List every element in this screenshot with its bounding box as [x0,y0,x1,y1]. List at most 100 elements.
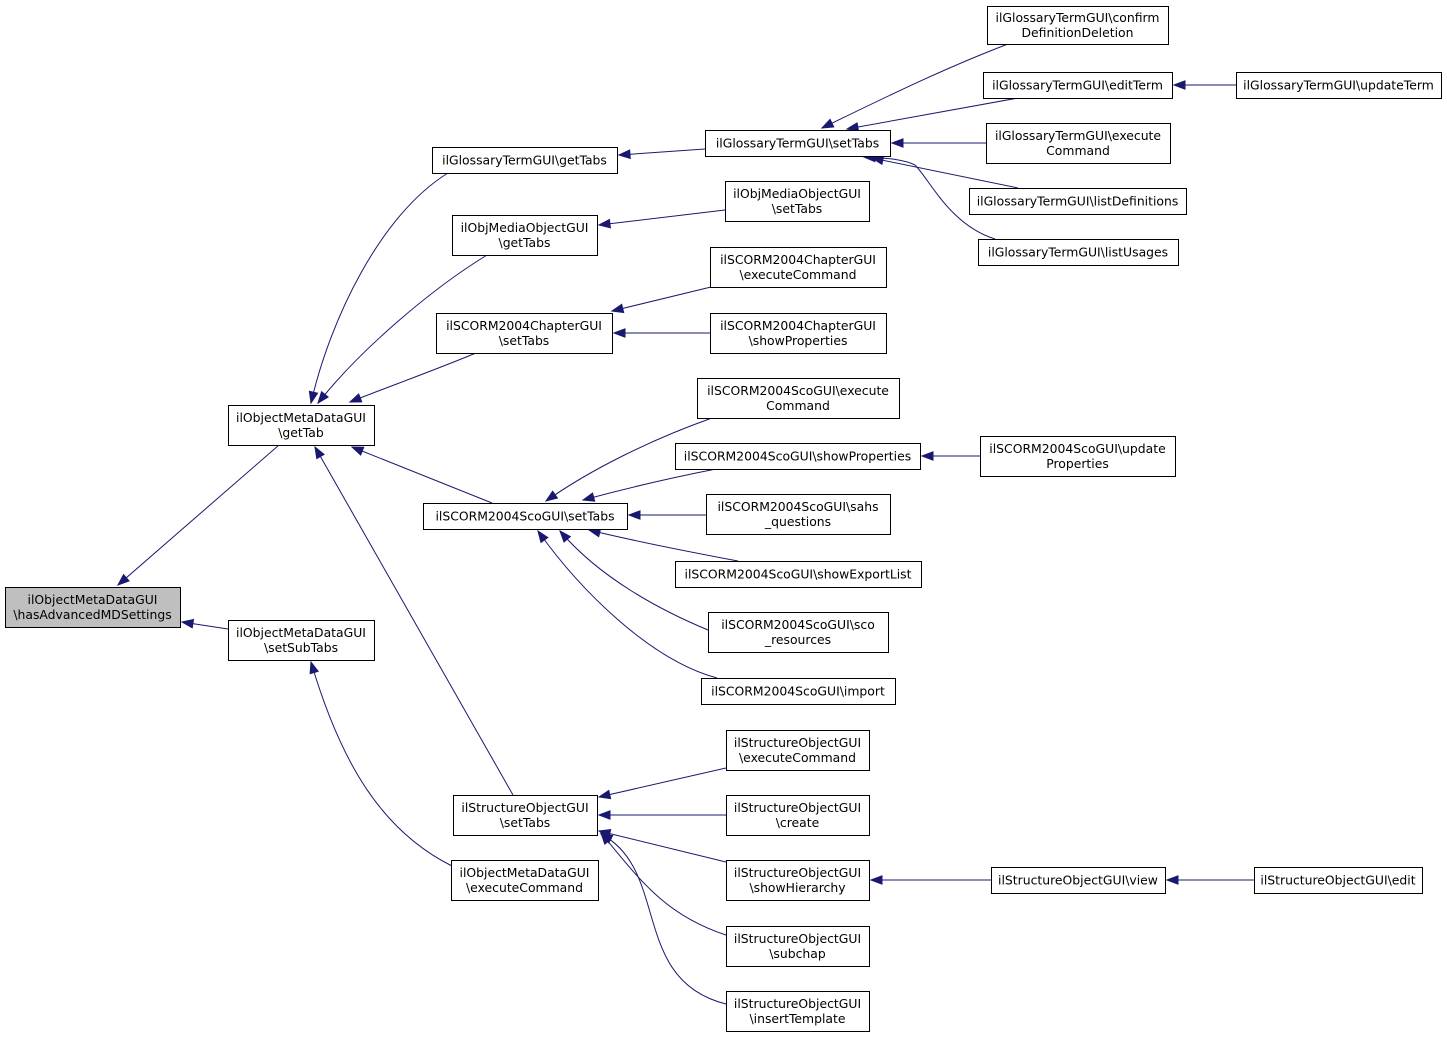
node-box[interactable] [710,313,887,354]
node-box[interactable] [725,181,870,222]
edge-chapter-show-properties-to-chapter-set-tabs [612,328,710,338]
arrow-head [180,618,195,629]
node-glossary-update-term[interactable]: ilGlossaryTermGUI\updateTerm [1236,72,1442,99]
node-box[interactable] [706,494,891,535]
node-struct-edit[interactable]: ilStructureObjectGUI\edit [1254,867,1423,894]
node-label-line: \getTab [278,425,324,440]
node-glossary-set-tabs[interactable]: ilGlossaryTermGUI\setTabs [705,130,891,157]
node-media-set-tabs[interactable]: ilObjMediaObjectGUI\setTabs [725,181,870,222]
node-box[interactable] [701,678,896,705]
node-label-line: ilSCORM2004ScoGUI\setTabs [435,509,614,524]
node-box[interactable] [726,860,870,901]
node-box[interactable] [1236,72,1442,99]
node-box[interactable] [453,795,598,836]
node-get-tab[interactable]: ilObjectMetaDataGUI\getTab [228,405,375,446]
edge-line [582,468,717,501]
arrow-head [820,118,835,129]
node-struct-insert-template[interactable]: ilStructureObjectGUI\insertTemplate [726,991,870,1032]
node-sco-show-export-list[interactable]: ilSCORM2004ScoGUI\showExportList [675,561,922,588]
node-box[interactable] [708,612,889,653]
arrow-head [537,529,549,544]
node-set-sub-tabs[interactable]: ilObjectMetaDataGUI\setSubTabs [228,620,375,661]
node-box[interactable] [451,860,599,901]
node-meta-execute-command[interactable]: ilObjectMetaDataGUI\executeCommand [451,860,599,901]
arrow-head [308,390,319,405]
node-label-line: ilStructureObjectGUI [461,800,588,815]
node-root[interactable]: ilObjectMetaDataGUI\hasAdvancedMDSetting… [5,587,181,628]
arrow-head [617,149,631,160]
node-label-line: ilSCORM2004ChapterGUI [446,318,602,333]
node-box[interactable] [726,730,870,771]
node-box[interactable] [986,123,1171,164]
node-box[interactable] [228,620,375,661]
node-box[interactable] [710,247,887,288]
node-struct-view[interactable]: ilStructureObjectGUI\view [991,867,1166,894]
node-box[interactable] [423,503,628,530]
node-label-line: ilSCORM2004ScoGUI\showExportList [685,567,912,582]
node-layer: ilObjectMetaDataGUI\hasAdvancedMDSetting… [5,6,1442,1032]
node-label-line: ilStructureObjectGUI [734,800,861,815]
node-label-line: \setTabs [500,815,551,830]
node-sco-sahs-questions[interactable]: ilSCORM2004ScoGUI\sahs_questions [706,494,891,535]
edge-sco-show-properties-to-sco-set-tabs [581,468,717,502]
node-box[interactable] [697,378,900,419]
arrow-head [1172,80,1186,90]
node-chapter-execute-command[interactable]: ilSCORM2004ChapterGUI\executeCommand [710,247,887,288]
node-box[interactable] [978,239,1179,266]
node-glossary-execute-command[interactable]: ilGlossaryTermGUI\executeCommand [986,123,1171,164]
node-box[interactable] [983,72,1173,99]
node-glossary-get-tabs[interactable]: ilGlossaryTermGUI\getTabs [432,147,618,174]
node-label-line: ilObjMediaObjectGUI [733,186,861,201]
node-sco-import[interactable]: ilSCORM2004ScoGUI\import [701,678,896,705]
node-box[interactable] [980,436,1176,477]
node-box[interactable] [726,795,870,836]
edge-sco-update-properties-to-sco-show-properties [920,451,980,461]
node-glossary-list-definitions[interactable]: ilGlossaryTermGUI\listDefinitions [969,188,1187,215]
node-box[interactable] [991,867,1166,894]
node-box[interactable] [1254,867,1423,894]
node-label-line: \insertTemplate [749,1011,845,1026]
arrow-head [559,529,572,543]
edge-line [821,43,1009,129]
node-struct-set-tabs[interactable]: ilStructureObjectGUI\setTabs [453,795,598,836]
node-struct-execute-command[interactable]: ilStructureObjectGUI\executeCommand [726,730,870,771]
node-glossary-list-usages[interactable]: ilGlossaryTermGUI\listUsages [978,239,1179,266]
node-label-line: ilGlossaryTermGUI\listUsages [988,245,1168,260]
node-struct-create[interactable]: ilStructureObjectGUI\create [726,795,870,836]
node-label-line: \executeCommand [466,880,583,895]
edge-get-tab-to-root [116,444,280,586]
node-media-get-tabs[interactable]: ilObjMediaObjectGUI\getTabs [452,215,598,256]
edge-sco-sco-resources-to-sco-set-tabs [559,529,709,631]
node-box[interactable] [705,130,891,157]
node-struct-subchap[interactable]: ilStructureObjectGUI\subchap [726,926,870,967]
node-box[interactable] [432,147,618,174]
node-label-line: ilGlossaryTermGUI\setTabs [716,136,879,151]
node-box[interactable] [726,926,870,967]
node-sco-set-tabs[interactable]: ilSCORM2004ScoGUI\setTabs [423,503,628,530]
node-sco-sco-resources[interactable]: ilSCORM2004ScoGUI\sco_resources [708,612,889,653]
node-glossary-edit-term[interactable]: ilGlossaryTermGUI\editTerm [983,72,1173,99]
node-box[interactable] [675,561,922,588]
node-box[interactable] [987,6,1169,45]
node-sco-execute-command[interactable]: ilSCORM2004ScoGUI\executeCommand [697,378,900,419]
node-box[interactable] [228,405,375,446]
node-box[interactable] [436,313,613,354]
node-box[interactable] [726,991,870,1032]
node-label-line: ilSCORM2004ScoGUI\import [711,684,885,699]
node-chapter-set-tabs[interactable]: ilSCORM2004ChapterGUI\setTabs [436,313,613,354]
node-label-line: \setTabs [772,201,823,216]
node-glossary-confirm-deletion[interactable]: ilGlossaryTermGUI\confirmDefinitionDelet… [987,6,1169,45]
node-struct-show-hierarchy[interactable]: ilStructureObjectGUI\showHierarchy [726,860,870,901]
node-box[interactable] [452,215,598,256]
node-label-line: ilStructureObjectGUI [734,865,861,880]
edge-struct-view-to-struct-show-hierarchy [869,875,991,885]
node-chapter-show-properties[interactable]: ilSCORM2004ChapterGUI\showProperties [710,313,887,354]
node-sco-show-properties[interactable]: ilSCORM2004ScoGUI\showProperties [675,443,921,470]
node-label-line: \getTabs [499,235,551,250]
node-box[interactable] [969,188,1187,215]
node-box[interactable] [5,587,181,628]
node-box[interactable] [675,443,921,470]
node-label-line: _questions [764,514,831,529]
edge-media-set-tabs-to-media-get-tabs [597,209,726,229]
